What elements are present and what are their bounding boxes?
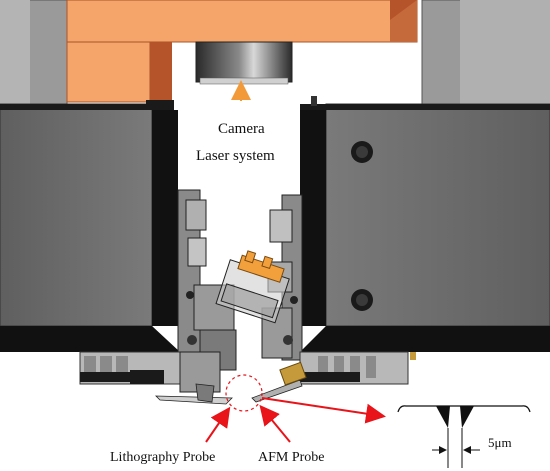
camera-lens	[195, 41, 293, 85]
afm-arrow	[259, 404, 291, 443]
base-strip-left	[79, 351, 181, 385]
scale-label: 5μm	[488, 435, 512, 450]
screw-icon	[351, 141, 373, 163]
left-housing	[0, 100, 180, 352]
tip-zoom-inset	[397, 405, 531, 468]
base-strip-right	[299, 351, 416, 385]
laser-label: Laser system	[196, 148, 275, 164]
litho-label: Lithography Probe	[110, 450, 215, 465]
right-housing	[300, 96, 550, 352]
right-probe-mechanism	[261, 194, 303, 361]
zoom-arrow	[261, 397, 386, 424]
camera-label: Camera	[218, 121, 265, 137]
probe-tips	[155, 351, 307, 405]
afm-label: AFM Probe	[258, 450, 325, 465]
tip-highlight-circle	[225, 374, 263, 412]
screw-icon	[351, 289, 373, 311]
upper-frame	[0, 0, 550, 105]
orange-mount-block	[66, 0, 418, 103]
tilted-stage-module	[215, 250, 290, 324]
litho-arrow	[205, 406, 231, 443]
